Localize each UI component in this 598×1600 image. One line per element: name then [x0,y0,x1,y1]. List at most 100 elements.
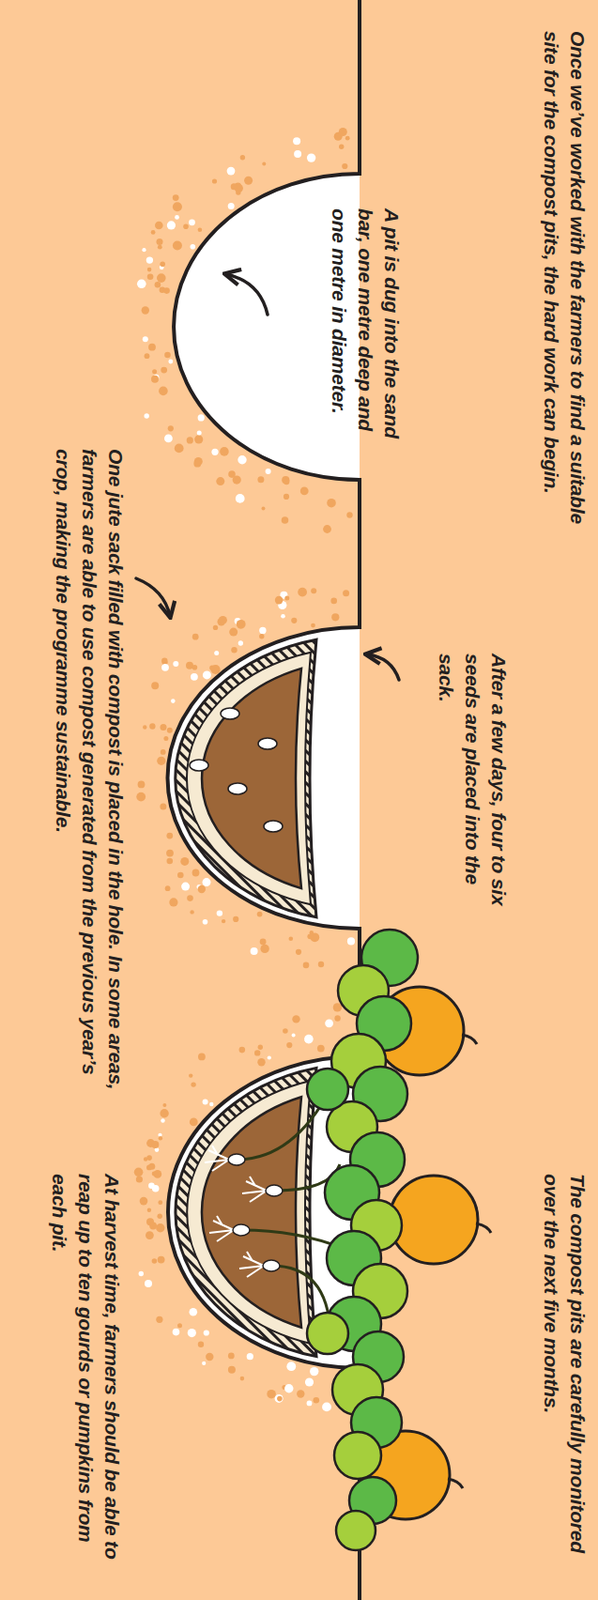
sand-dot [235,493,246,504]
sand-dot [192,664,199,671]
compost [201,668,302,889]
sand-dot [198,885,206,893]
sand-dot [163,736,169,741]
leaf [334,1431,382,1479]
sand-dot [144,352,151,359]
sand-dot [338,144,344,150]
root [204,1145,230,1171]
sand-dot [341,163,348,169]
sand-dot [215,476,225,486]
sand-dot [188,1073,193,1077]
sand-dot [158,1135,163,1140]
sand-dot [183,223,189,230]
compost [201,1096,302,1327]
sand-dot [275,1394,284,1403]
sand-dot [145,1230,154,1240]
sand-dot [138,1271,144,1276]
sand-dot [148,1163,155,1170]
sand-dot [330,598,338,605]
sand-dot [198,414,205,421]
pumpkin-stalk [447,1478,463,1488]
sand-dot [152,1257,158,1264]
sand-dot [157,1213,163,1219]
sand-dot [202,919,209,925]
sand-dot [257,475,264,483]
sand-dot [167,727,173,734]
sand-dot [303,962,310,969]
jute-sack [175,1067,317,1356]
sand-dot [228,202,235,210]
sand-dot [151,1140,159,1149]
sand-dot [334,1014,340,1021]
sand-dot [166,832,173,840]
sand-dot [236,619,246,629]
pumpkin-stalk [475,1223,491,1233]
sand-dot [202,670,212,679]
sand-dot [305,1377,314,1386]
sand-dot [172,201,183,212]
sand-dot [221,919,226,923]
sand-dot [157,245,163,250]
sand-dot [153,1169,162,1179]
sand-dot [148,343,156,352]
sand-dot [160,749,167,755]
sand-dot [168,359,173,365]
sand-dot [309,1366,319,1376]
sand-dot [174,444,184,454]
sand-dot [139,1196,149,1206]
sand-dot [159,1108,169,1118]
sand-dot [154,1147,160,1152]
sand-dot [187,1328,197,1337]
sand-dot [162,1103,167,1107]
sacks [175,639,345,1356]
sand-dot [286,1042,292,1048]
sand-dot [205,1352,214,1361]
sand-dot [345,136,351,141]
sand-dot [257,911,263,918]
root [209,1215,234,1242]
sand-dot [293,1016,299,1022]
sand-dot [227,167,236,176]
root [242,1176,267,1202]
sand-dot [284,1383,293,1393]
sand-dot [232,916,239,922]
jute-sack [175,639,317,918]
seed [263,820,283,832]
sand-dot [324,1018,334,1028]
sand-dot [172,194,180,201]
sand-dot [318,961,324,967]
sand-dot [157,1256,166,1264]
sand-dot [147,267,153,273]
sand-dot [198,1341,204,1348]
seed [189,759,209,771]
sand-dot [186,436,194,444]
sand-dot [166,858,173,865]
sand-dot [219,446,230,457]
sand-dot [258,1044,263,1050]
pumpkin [389,1175,478,1264]
sand-dot [180,857,189,866]
leaf [306,1312,349,1354]
sand-dot [137,279,147,290]
caption-text: A pit is dug into the sand bar, one metr… [325,208,405,455]
sand-dot [141,247,146,252]
caption-text: The compost pits are carefully monitored… [537,1173,591,1587]
sand-dot [312,1396,320,1404]
sand-dot [161,658,168,664]
sand-dot [143,1156,148,1161]
sand-dot [144,413,150,418]
sand-dot [151,230,156,235]
sand-dot [213,625,218,630]
sand-dot [283,478,290,485]
sand-dot [306,933,313,939]
sand-dot [284,595,290,600]
sand-dot [155,1316,163,1323]
sand-dot [240,154,246,160]
leaf [336,1510,376,1550]
sand-dot [228,1352,235,1360]
sand-dot [238,640,244,645]
sand-dot [240,1376,246,1381]
sand-dot [189,1118,199,1127]
sand-dot [229,628,238,637]
